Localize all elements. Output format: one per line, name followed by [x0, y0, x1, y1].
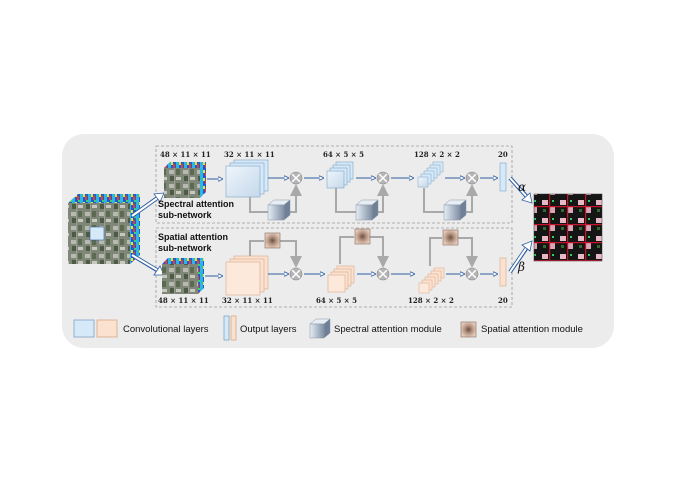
spectral-output-layer — [499, 162, 507, 192]
legend-output-orange-swatch — [230, 315, 237, 341]
legend-output-blue-swatch — [223, 315, 230, 341]
spectral-conv1-layer — [225, 159, 269, 198]
spectral-multiply-node-3 — [465, 171, 479, 185]
spectral-title-line2: sub-network — [158, 210, 212, 220]
spectral-conv3-layer — [417, 161, 444, 188]
spectral-multiply-node-2 — [376, 171, 390, 185]
spatial-flow-arrows — [205, 274, 497, 276]
spatial-dim-conv1: 32 × 11 × 11 — [222, 296, 273, 305]
spatial-conv2-layer — [327, 265, 355, 293]
spectral-attention-module-3 — [443, 199, 467, 221]
spatial-dim-conv3: 128 × 2 × 2 — [408, 296, 454, 305]
spatial-dim-conv2: 64 × 5 × 5 — [316, 296, 357, 305]
spectral-attention-loops — [249, 184, 478, 213]
input-hsi-cube — [68, 194, 140, 264]
spatial-input-patch — [162, 258, 204, 294]
spatial-multiply-node-1 — [289, 267, 303, 281]
spatial-attention-module-3 — [442, 229, 459, 246]
legend-spectral-module-icon — [309, 318, 331, 339]
spatial-conv3-layer — [418, 267, 445, 294]
spatial-multiply-node-2 — [376, 267, 390, 281]
spectral-title-line1: Spectral attention — [158, 199, 234, 209]
spatial-attention-loops — [249, 236, 478, 268]
spatial-output-layer — [499, 257, 507, 287]
legend-spatial-module-icon — [460, 321, 477, 338]
spatial-attention-module-2 — [354, 228, 371, 245]
spectral-dim-conv1: 32 × 11 × 11 — [224, 150, 275, 159]
legend-conv-label: Convolutional layers — [123, 324, 209, 335]
spectral-dim-input: 48 × 11 × 11 — [160, 150, 211, 159]
spatial-title-line2: sub-network — [158, 243, 212, 253]
legend-conv-orange-swatch — [96, 319, 118, 338]
alpha-weight-label: α — [518, 180, 526, 194]
legend-spatial-module-label: Spatial attention module — [481, 324, 583, 335]
spatial-dim-output: 20 — [498, 296, 508, 305]
spectral-attention-module-1 — [267, 199, 291, 221]
spatial-attention-module-1 — [264, 232, 281, 249]
legend-conv-blue-swatch — [73, 319, 95, 338]
spatial-conv1-layer — [225, 255, 269, 296]
beta-weight-label: β — [517, 260, 525, 274]
legend-spectral-module-label: Spectral attention module — [334, 324, 442, 335]
spectral-dim-output: 20 — [498, 150, 508, 159]
input-patch-highlight — [89, 226, 105, 241]
spectral-dim-conv2: 64 × 5 × 5 — [323, 150, 364, 159]
spectral-conv2-layer — [326, 161, 354, 189]
spatial-dim-input: 48 × 11 × 11 — [158, 296, 209, 305]
legend-output-label: Output layers — [240, 324, 297, 335]
spectral-subnetwork-box — [155, 145, 513, 224]
spatial-title-line1: Spatial attention — [158, 232, 228, 242]
classification-map — [533, 193, 603, 262]
spectral-dim-conv3: 128 × 2 × 2 — [414, 150, 460, 159]
spectral-multiply-node-1 — [289, 171, 303, 185]
spatial-multiply-node-3 — [465, 267, 479, 281]
spectral-attention-module-2 — [355, 199, 379, 221]
spectral-flow-arrows — [207, 178, 497, 179]
spectral-input-patch — [164, 162, 206, 198]
